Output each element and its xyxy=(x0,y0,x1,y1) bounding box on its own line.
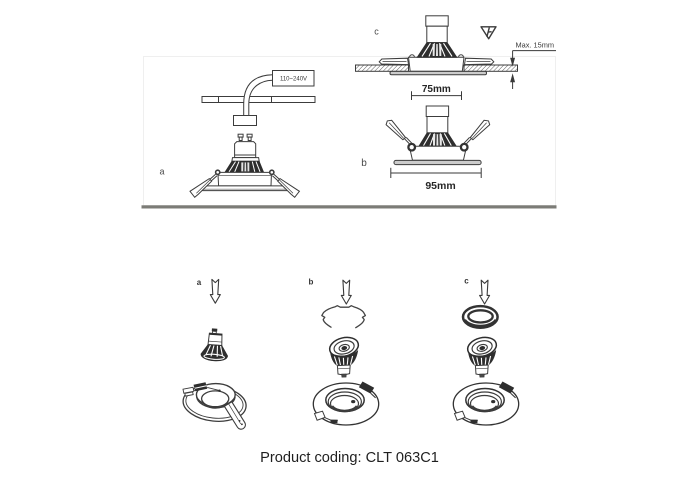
svg-text:b: b xyxy=(361,158,367,169)
svg-text:95mm: 95mm xyxy=(425,180,455,192)
svg-text:a: a xyxy=(159,167,164,177)
svg-text:b: b xyxy=(309,278,314,287)
svg-text:c: c xyxy=(464,277,469,286)
svg-text:Product coding: CLT 063C1: Product coding: CLT 063C1 xyxy=(260,450,439,466)
svg-text:110~240V: 110~240V xyxy=(280,77,307,83)
svg-text:a: a xyxy=(197,278,202,287)
svg-text:Max. 15mm: Max. 15mm xyxy=(515,40,554,49)
svg-text:c: c xyxy=(374,27,379,37)
svg-text:75mm: 75mm xyxy=(422,84,451,95)
